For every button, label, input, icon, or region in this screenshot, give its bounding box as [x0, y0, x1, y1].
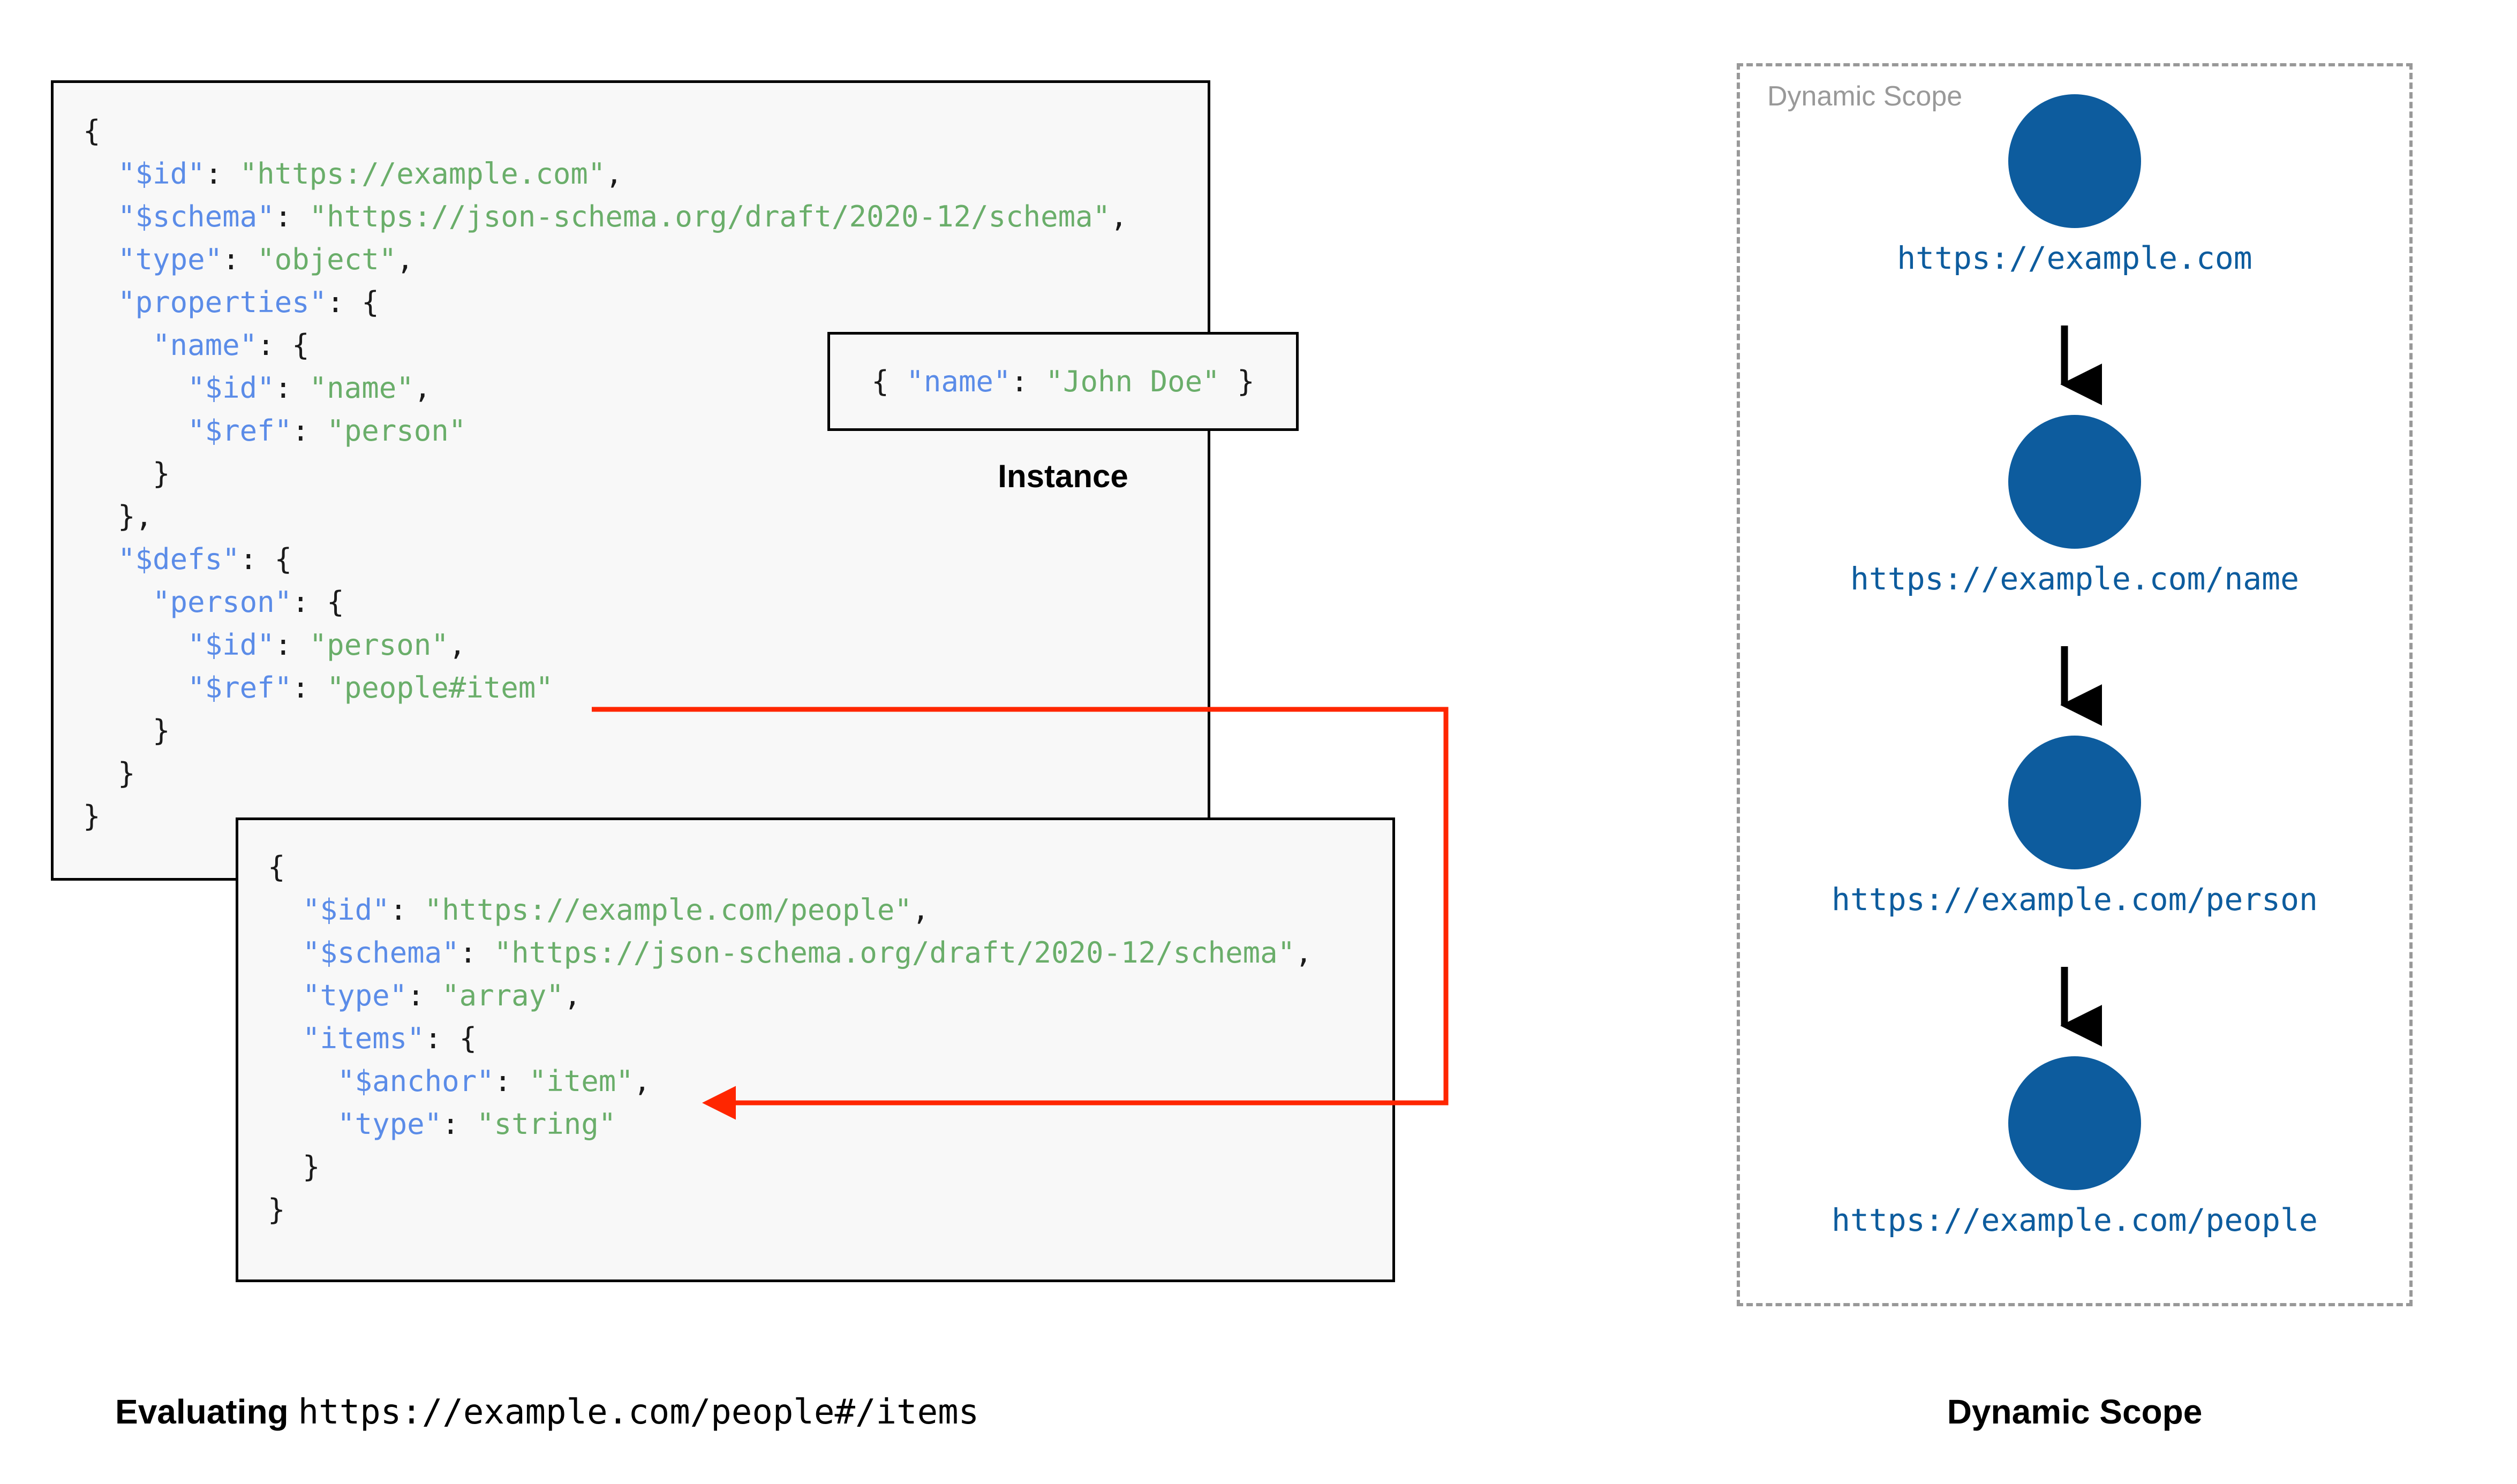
- scope-node-circle: [2008, 736, 2141, 869]
- scope-node-example-com: https://example.com: [1737, 94, 2413, 276]
- dynamic-scope-boundary: [1737, 63, 2413, 1306]
- scope-node-label: https://example.com/name: [1850, 561, 2300, 597]
- people-schema-code: { "$id": "https://example.com/people", "…: [268, 850, 1313, 1226]
- root-schema-code: { "$id": "https://example.com", "$schema…: [83, 114, 1128, 833]
- dynamic-scope-caption: Dynamic Scope: [1947, 1392, 2203, 1431]
- scope-node-example-com-person: https://example.com/person: [1737, 736, 2413, 918]
- instance-code: { "name": "John Doe" }: [871, 364, 1255, 398]
- instance-box: { "name": "John Doe" }: [827, 332, 1299, 431]
- evaluating-label: Evaluating: [115, 1392, 289, 1431]
- instance-caption: Instance: [998, 458, 1128, 494]
- scope-node-label: https://example.com/person: [1832, 881, 2318, 918]
- evaluating-uri: https://example.com/people#/items: [298, 1392, 979, 1432]
- scope-node-example-com-people: https://example.com/people: [1737, 1056, 2413, 1238]
- scope-node-circle: [2008, 1056, 2141, 1190]
- scope-node-label: https://example.com/people: [1832, 1202, 2318, 1238]
- dynamic-scope-panel-label: Dynamic Scope: [1767, 81, 1963, 112]
- people-schema-box: { "$id": "https://example.com/people", "…: [236, 817, 1395, 1282]
- scope-node-example-com-name: https://example.com/name: [1737, 415, 2413, 597]
- scope-node-circle: [2008, 94, 2141, 228]
- scope-node-label: https://example.com: [1897, 240, 2252, 276]
- scope-node-circle: [2008, 415, 2141, 549]
